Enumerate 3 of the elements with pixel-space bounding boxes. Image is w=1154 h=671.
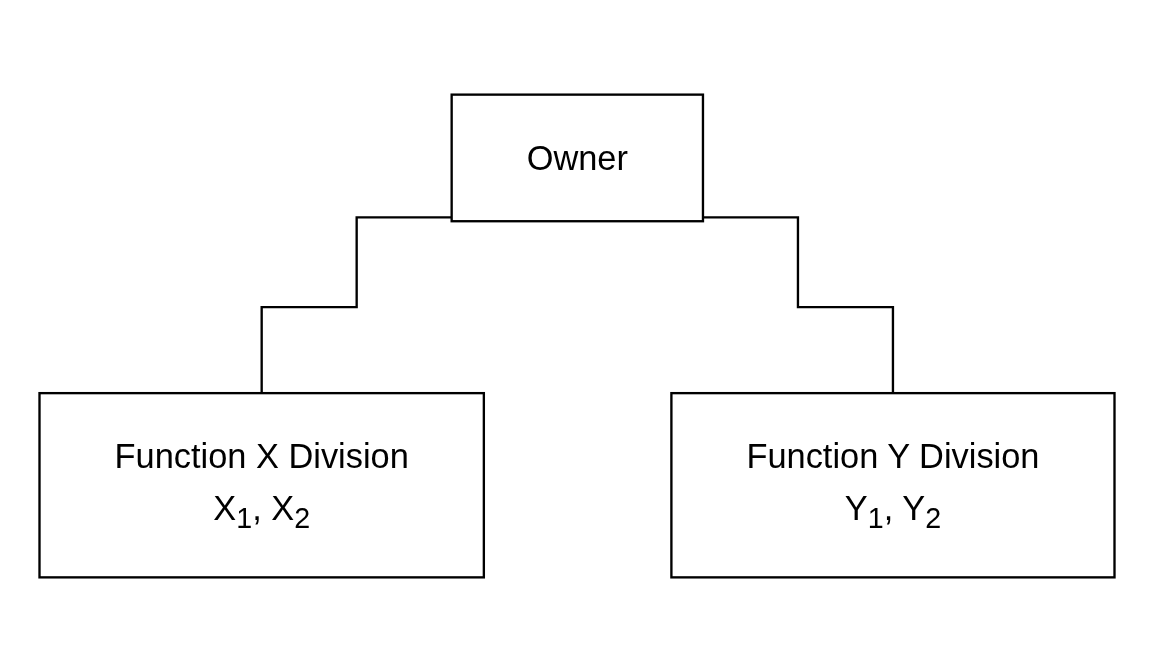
node-box: Function Y Division Y$_{1}$, Y$_{2}$ <box>670 391 1116 579</box>
node-box: Owner <box>450 92 705 222</box>
node-box: Function X Division X$_{1}$, X$_{2}$ <box>38 391 486 579</box>
